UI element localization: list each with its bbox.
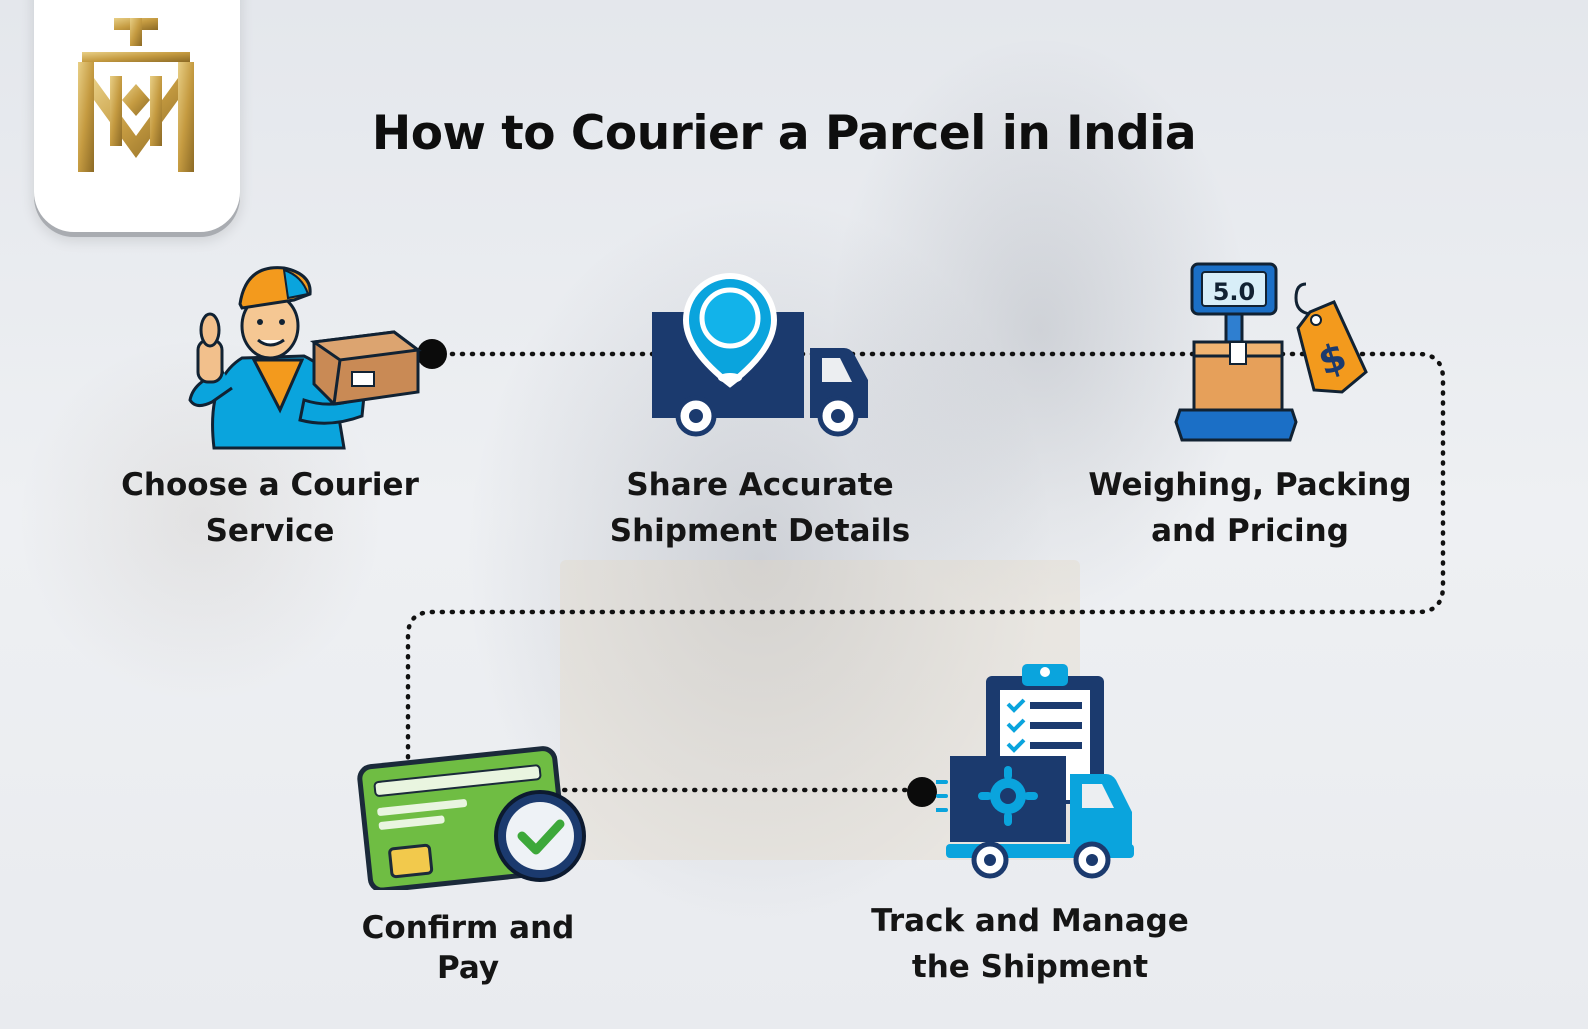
- step-label-choose-courier: Choose a Courier Service: [121, 467, 419, 549]
- page-title: How to Courier a Parcel in India: [371, 106, 1197, 161]
- step-label-share-details: Share Accurate Shipment Details: [609, 467, 911, 549]
- credit-card-check-icon: [357, 746, 586, 890]
- brand-logo-card: [34, 0, 240, 232]
- step-label-confirm-pay: Confirm and Pay: [361, 910, 575, 986]
- clipboard-truck-icon: [936, 664, 1134, 879]
- connector-start-dot: [417, 339, 447, 369]
- scale-reading: 5.0: [1213, 278, 1256, 306]
- location-truck-icon: [652, 272, 868, 437]
- courier-person-icon: [188, 266, 422, 450]
- connector-end-dot: [907, 777, 937, 807]
- step-label-track-manage: Track and Manage the Shipment: [871, 903, 1189, 985]
- brand-logo-icon: [78, 18, 194, 172]
- step-label-weighing-packing: Weighing, Packing and Pricing: [1088, 467, 1412, 549]
- weighing-scale-icon: 5.0 $: [1174, 262, 1368, 442]
